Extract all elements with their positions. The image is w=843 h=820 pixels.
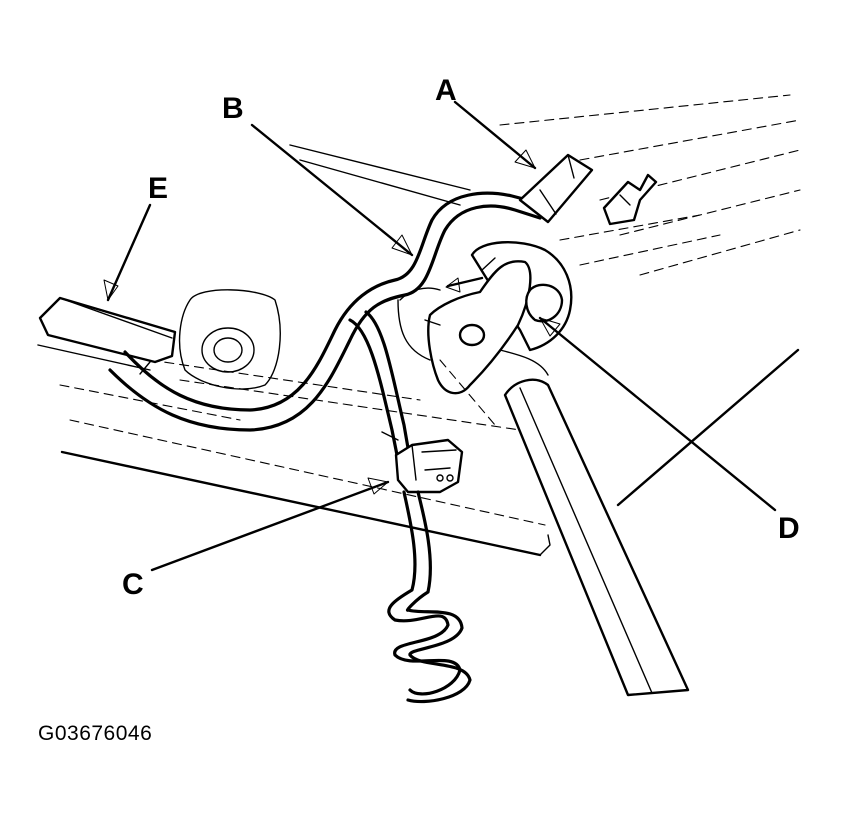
figure-code: G03676046: [38, 722, 153, 745]
mounting-boss-left: [178, 289, 281, 390]
leader-lines: [103, 100, 800, 572]
arrow-b: [391, 234, 413, 256]
arrow-e: [103, 279, 119, 301]
small-clip: [602, 173, 658, 226]
callout-e: E: [148, 172, 168, 205]
arrow-d: [539, 317, 561, 337]
coiled-cord: [387, 490, 472, 704]
part-a-connector: [518, 153, 594, 224]
seat-belt-strap: [503, 378, 690, 697]
direction-arrow: [445, 276, 484, 293]
part-b-harness: [108, 191, 542, 462]
arrow-c: [367, 477, 389, 495]
part-e-seat-rail: [38, 296, 177, 375]
part-c-connector: [381, 431, 464, 494]
callout-d: D: [778, 512, 800, 545]
callout-b: B: [222, 92, 244, 125]
background-panel-lines: [289, 94, 801, 276]
callout-c: C: [122, 568, 144, 601]
part-d-anchor-bracket: [397, 241, 573, 426]
arrow-a: [514, 149, 536, 169]
callout-a: A: [435, 74, 457, 107]
